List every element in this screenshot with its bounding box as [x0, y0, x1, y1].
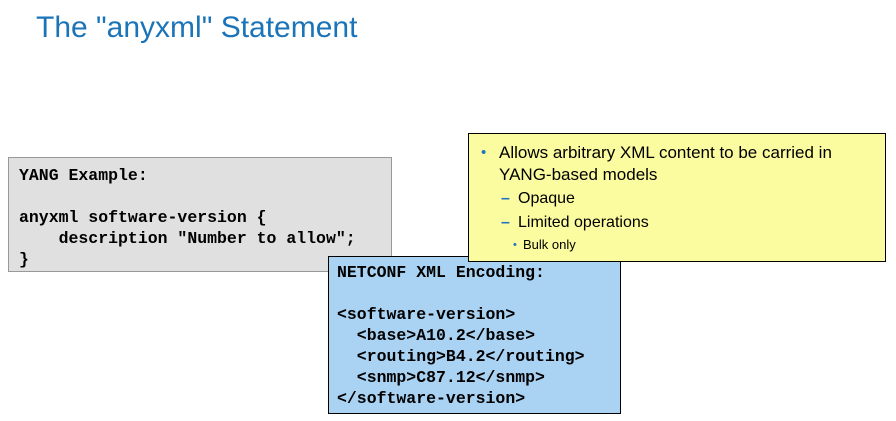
- netconf-encoding-box: NETCONF XML Encoding: <software-version>…: [328, 256, 621, 414]
- bullet-item: • Allows arbitrary XML content to be car…: [481, 142, 877, 186]
- bullet-item: – Limited operations: [501, 212, 877, 234]
- netconf-box-heading: NETCONF XML Encoding:: [337, 263, 545, 282]
- slide-title: The "anyxml" Statement: [36, 11, 358, 44]
- bullet-text: Opaque: [518, 190, 575, 207]
- netconf-code-line: <base>A10.2</base>: [337, 326, 536, 345]
- netconf-code-line: </software-version>: [337, 389, 526, 408]
- netconf-code-line: <snmp>C87.12</snmp>: [337, 368, 545, 387]
- yang-code-line: anyxml software-version {: [19, 208, 267, 227]
- bullet-icon: •: [481, 144, 487, 161]
- bullet-text: Limited operations: [518, 214, 649, 231]
- yang-box-heading: YANG Example:: [19, 166, 148, 185]
- dash-icon: –: [501, 190, 510, 207]
- yang-example-box: YANG Example: anyxml software-version { …: [8, 157, 392, 272]
- yang-code-line: description "Number to allow";: [19, 229, 356, 248]
- dash-icon: –: [501, 214, 510, 231]
- bullet-icon: •: [513, 239, 517, 251]
- yang-code-line: }: [19, 250, 29, 269]
- bullet-text: Bulk only: [523, 237, 576, 252]
- netconf-code-line: [337, 283, 612, 304]
- bullet-item: • Bulk only: [513, 236, 877, 254]
- notes-box: • Allows arbitrary XML content to be car…: [468, 133, 886, 262]
- netconf-code-line: <software-version>: [337, 305, 516, 324]
- bullet-item: – Opaque: [501, 188, 877, 210]
- netconf-code-line: <routing>B4.2</routing>: [337, 347, 585, 366]
- bullet-text: Allows arbitrary XML content to be carri…: [499, 143, 832, 184]
- yang-code-line: [19, 186, 381, 207]
